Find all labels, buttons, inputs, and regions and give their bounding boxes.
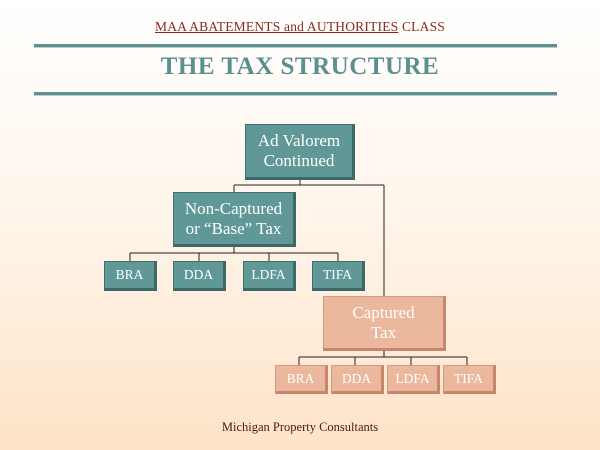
node-c-bra: BRA: [275, 365, 328, 394]
node-nc-dda: DDA: [173, 261, 226, 291]
course-suffix: CLASS: [401, 19, 445, 34]
node-non-captured: Non-Captured or “Base” Tax: [173, 192, 296, 247]
node-nc-bra: BRA: [104, 261, 157, 291]
course-header: MAA ABATEMENTS and AUTHORITIES CLASS: [0, 19, 600, 35]
node-ad-valorem-line1: Ad Valorem: [257, 131, 341, 151]
top-rule: [34, 44, 557, 47]
node-c-tifa: TIFA: [443, 365, 496, 394]
node-captured-line1: Captured: [352, 302, 415, 322]
node-nc-tifa: TIFA: [312, 261, 365, 291]
node-ad-valorem-line2: Continued: [263, 151, 335, 170]
course-name: MAA ABATEMENTS and AUTHORITIES: [155, 19, 399, 34]
footer-credit: Michigan Property Consultants: [221, 420, 379, 434]
node-captured-line2: Tax: [370, 322, 397, 342]
slide-title: THE TAX STRUCTURE: [160, 53, 440, 80]
node-c-dda: DDA: [331, 365, 384, 394]
node-non-captured-line1: Non-Captured: [184, 198, 283, 218]
bottom-rule: [34, 92, 557, 95]
node-c-ldfa: LDFA: [387, 365, 440, 394]
node-captured: Captured Tax: [323, 296, 446, 351]
node-nc-ldfa: LDFA: [243, 261, 296, 291]
node-ad-valorem: Ad Valorem Continued: [245, 124, 355, 180]
node-non-captured-line2: or “Base” Tax: [185, 218, 282, 238]
